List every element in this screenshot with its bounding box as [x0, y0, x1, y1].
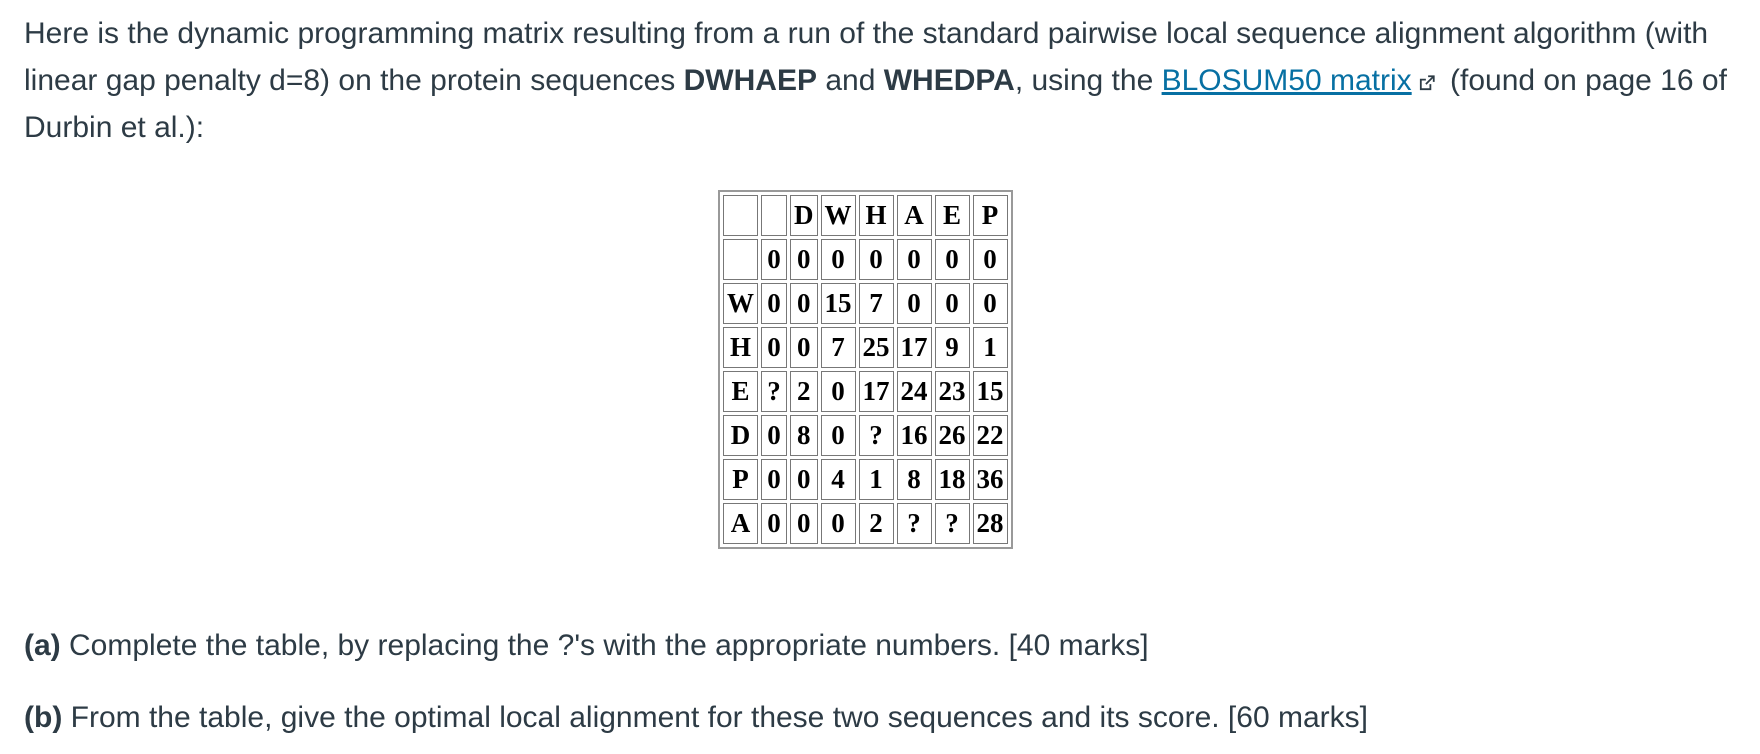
table-cell: 0 [761, 459, 787, 500]
table-cell: 0 [972, 239, 1008, 280]
table-cell: ? [761, 371, 787, 412]
table-cell: 0 [790, 283, 818, 324]
table-cell: W [723, 283, 758, 324]
table-cell: E [723, 371, 758, 412]
question-a-label: (a) [24, 629, 61, 662]
table-cell: 23 [934, 371, 970, 412]
question-a: (a) Complete the table, by replacing the… [24, 626, 1149, 666]
question-a-text: Complete the table, by replacing the ?'s… [60, 629, 1149, 662]
intro-and: and [816, 64, 884, 97]
table-cell: 0 [820, 503, 856, 544]
table-cell: 0 [761, 327, 787, 368]
table-cell: ? [934, 503, 970, 544]
table-cell: 1 [858, 459, 894, 500]
table-cell: A [723, 503, 758, 544]
table-cell: 4 [820, 459, 856, 500]
intro-paragraph: Here is the dynamic programming matrix r… [24, 10, 1754, 151]
table-cell: 15 [972, 371, 1008, 412]
question-b-label: (b) [24, 701, 63, 734]
table-cell: 0 [820, 415, 856, 456]
intro-text-2: , using the [1014, 64, 1162, 97]
table-cell: D [790, 195, 818, 236]
table-cell: 0 [761, 239, 787, 280]
blosum50-link[interactable]: BLOSUM50 matrix [1161, 64, 1412, 97]
table-cell: 28 [972, 503, 1008, 544]
table-cell: 25 [858, 327, 894, 368]
table-cell [723, 239, 758, 280]
sequence-1: DWHAEP [683, 64, 817, 97]
table-cell: 0 [896, 239, 932, 280]
table-cell: 15 [820, 283, 856, 324]
intro-text-1: Here is the dynamic programming matrix r… [24, 17, 1709, 97]
table-cell: 0 [820, 371, 856, 412]
table-cell: D [723, 415, 758, 456]
table-cell: 17 [858, 371, 894, 412]
table-cell: 0 [761, 283, 787, 324]
table-cell: H [723, 327, 758, 368]
table-cell: 16 [896, 415, 932, 456]
table-cell: 7 [858, 283, 894, 324]
table-cell: 0 [934, 239, 970, 280]
external-link-icon[interactable] [1418, 74, 1436, 92]
table-cell: 8 [896, 459, 932, 500]
table-cell: 1 [972, 327, 1008, 368]
table-cell: 0 [896, 283, 932, 324]
sequence-2: WHEDPA [883, 64, 1015, 97]
table-cell [761, 195, 787, 236]
table-cell: 9 [934, 327, 970, 368]
question-b-text: From the table, give the optimal local a… [62, 701, 1368, 734]
table-cell: 2 [790, 371, 818, 412]
table-cell: 0 [761, 503, 787, 544]
table-cell: 22 [972, 415, 1008, 456]
table-cell: P [972, 195, 1008, 236]
intro-text-3: (found on page 16 of Durbin et al.): [24, 64, 1727, 144]
table-cell: 0 [820, 239, 856, 280]
table-cell: A [896, 195, 932, 236]
table-cell: 18 [934, 459, 970, 500]
table-cell: 17 [896, 327, 932, 368]
table-cell: 8 [790, 415, 818, 456]
table-cell: 2 [858, 503, 894, 544]
content-area: Here is the dynamic programming matrix r… [24, 10, 1754, 151]
table-cell: H [858, 195, 894, 236]
table-cell: E [934, 195, 970, 236]
table-cell: 0 [790, 239, 818, 280]
table-cell [723, 195, 758, 236]
table-cell: 0 [972, 283, 1008, 324]
table-cell: 0 [790, 503, 818, 544]
table-cell: 7 [820, 327, 856, 368]
table-cell: 0 [790, 459, 818, 500]
table-cell: ? [896, 503, 932, 544]
table-cell: 0 [934, 283, 970, 324]
table-cell: 36 [972, 459, 1008, 500]
question-b: (b) From the table, give the optimal loc… [24, 698, 1368, 738]
table-cell: W [820, 195, 856, 236]
table-cell: ? [858, 415, 894, 456]
table-cell: P [723, 459, 758, 500]
table-cell: 0 [858, 239, 894, 280]
table-cell: 0 [790, 327, 818, 368]
table-cell: 0 [761, 415, 787, 456]
table-cell: 26 [934, 415, 970, 456]
table-cell: 24 [896, 371, 932, 412]
